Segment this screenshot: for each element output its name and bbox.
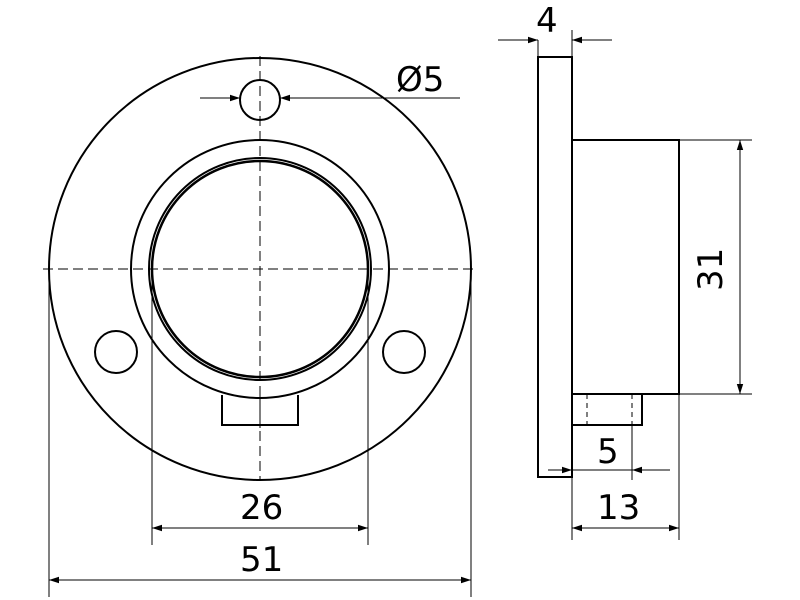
right-hole — [382, 330, 426, 374]
side-hidden-lines — [586, 394, 633, 425]
flange-thickness-label: 4 — [536, 1, 558, 41]
slot-width-label: 5 — [597, 432, 619, 472]
inner-diameter-label: 26 — [240, 488, 283, 528]
outer-diameter-label: 51 — [240, 540, 283, 580]
tube-height-label: 31 — [691, 248, 731, 291]
side-dimension-lines — [498, 30, 752, 540]
flange-plate — [537, 56, 573, 478]
front-dimension-lines — [48, 94, 472, 597]
front-centerlines — [43, 56, 478, 480]
tab-outline — [572, 394, 643, 426]
left-hole — [94, 330, 138, 374]
tube-body — [571, 139, 680, 395]
side-view — [537, 56, 680, 478]
hole-diameter-label: Ø5 — [396, 60, 444, 100]
depth-label: 13 — [597, 488, 640, 528]
